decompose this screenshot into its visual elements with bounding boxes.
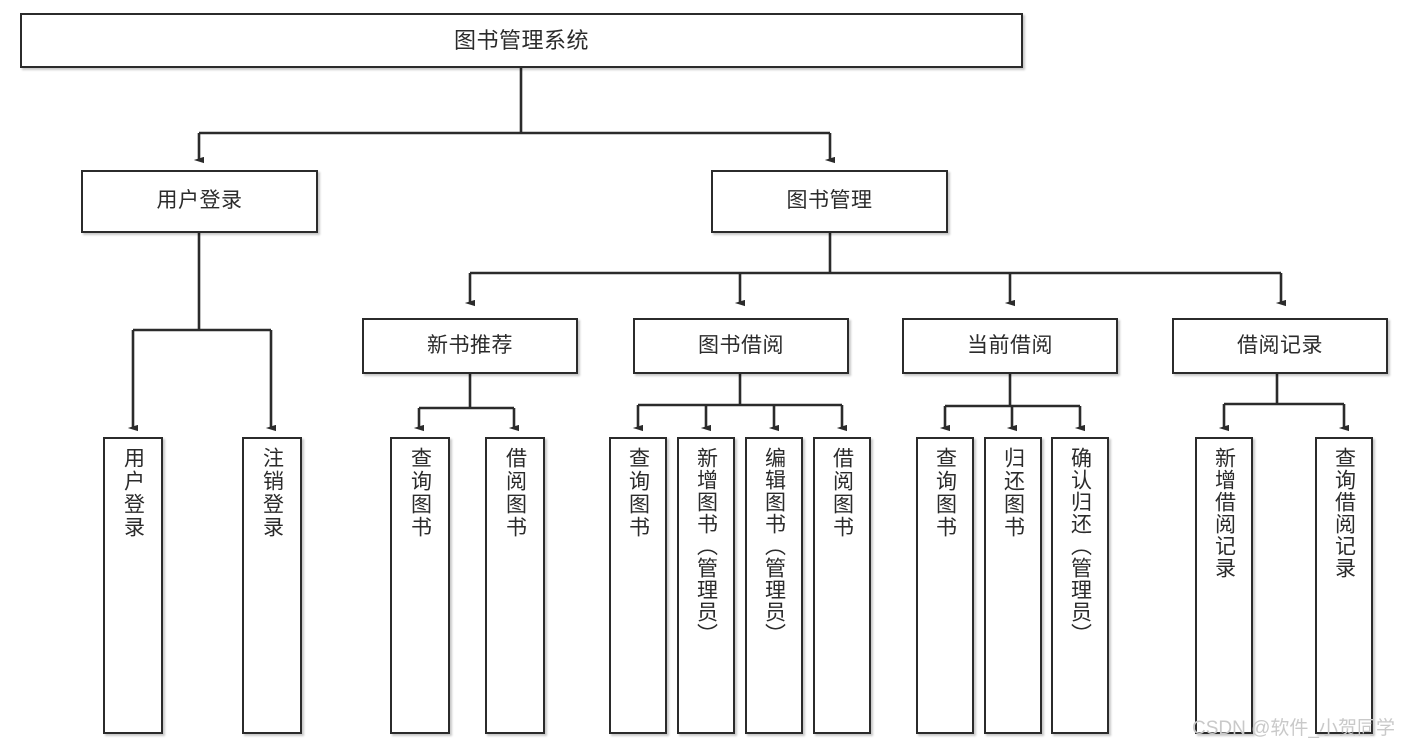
node-label: 查询图书 — [408, 447, 432, 539]
node-label: 注销登录 — [260, 447, 284, 539]
leaf-query-borrow-record[interactable]: 查询借阅记录 — [1315, 437, 1373, 734]
node-new-book-recommend[interactable]: 新书推荐 — [362, 318, 578, 374]
node-label: 图书管理 — [786, 189, 873, 213]
node-label: 用户登录 — [156, 189, 243, 213]
node-label: 编辑图书（管理员） — [762, 447, 786, 645]
node-label: 新增借阅记录 — [1212, 447, 1236, 579]
node-root-system[interactable]: 图书管理系统 — [20, 13, 1023, 68]
node-label: 图书借阅 — [698, 333, 784, 357]
leaf-query-books-borrow[interactable]: 查询图书 — [609, 437, 667, 734]
node-label: 图书管理系统 — [453, 27, 589, 53]
node-book-borrow[interactable]: 图书借阅 — [633, 318, 849, 374]
leaf-borrow-books[interactable]: 借阅图书 — [813, 437, 871, 734]
node-label: 借阅记录 — [1237, 333, 1323, 357]
node-label: 确认归还（管理员） — [1068, 447, 1092, 645]
leaf-confirm-return-admin[interactable]: 确认归还（管理员） — [1051, 437, 1109, 734]
leaf-logout[interactable]: 注销登录 — [242, 437, 302, 734]
leaf-add-book-admin[interactable]: 新增图书（管理员） — [677, 437, 735, 734]
node-label: 借阅图书 — [503, 447, 527, 539]
node-label: 查询图书 — [626, 447, 650, 539]
node-label: 用户登录 — [121, 447, 145, 539]
node-label: 借阅图书 — [830, 447, 854, 539]
node-label: 归还图书 — [1001, 447, 1025, 539]
leaf-add-borrow-record[interactable]: 新增借阅记录 — [1195, 437, 1253, 734]
node-user-login[interactable]: 用户登录 — [81, 170, 318, 233]
leaf-borrow-books-recommend[interactable]: 借阅图书 — [485, 437, 545, 734]
node-label: 查询借阅记录 — [1332, 447, 1356, 579]
leaf-return-books[interactable]: 归还图书 — [984, 437, 1042, 734]
node-book-management[interactable]: 图书管理 — [711, 170, 948, 233]
leaf-query-books-recommend[interactable]: 查询图书 — [390, 437, 450, 734]
leaf-user-login[interactable]: 用户登录 — [103, 437, 163, 734]
node-borrow-records[interactable]: 借阅记录 — [1172, 318, 1388, 374]
node-label: 当前借阅 — [967, 333, 1053, 357]
leaf-edit-book-admin[interactable]: 编辑图书（管理员） — [745, 437, 803, 734]
csdn-watermark: CSDN @软件_小贺同学 — [1192, 718, 1395, 739]
leaf-query-books-current[interactable]: 查询图书 — [916, 437, 974, 734]
node-label: 新书推荐 — [427, 333, 513, 357]
node-label: 查询图书 — [933, 447, 957, 539]
node-label: 新增图书（管理员） — [694, 447, 718, 645]
node-current-borrow[interactable]: 当前借阅 — [902, 318, 1118, 374]
